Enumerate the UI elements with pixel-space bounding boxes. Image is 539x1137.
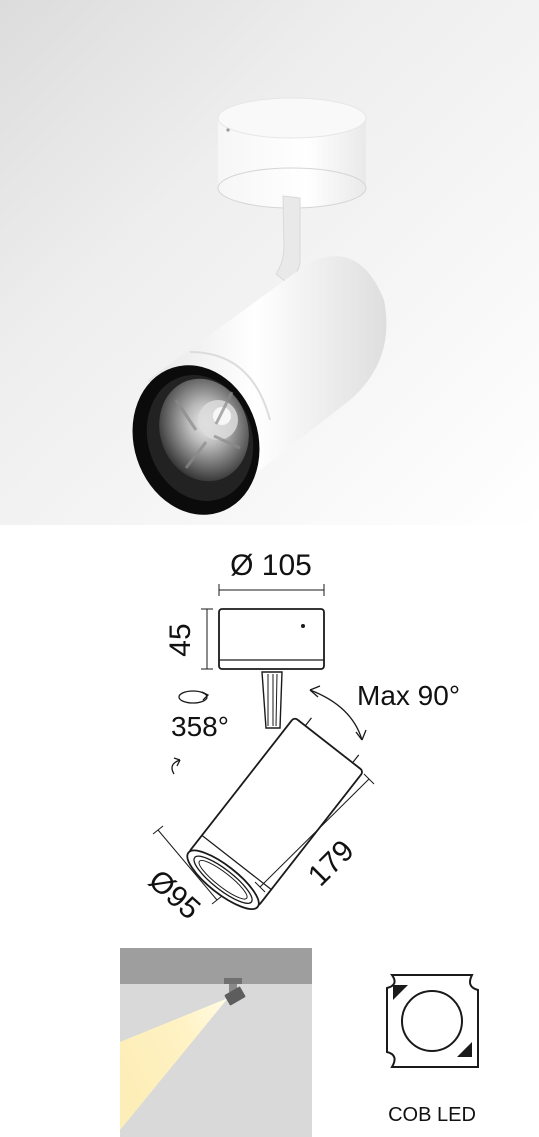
light-beam — [120, 998, 228, 1130]
product-photo — [0, 0, 539, 525]
base-height-label: 45 — [164, 623, 197, 656]
ceiling-band — [120, 948, 312, 984]
rotation-label: 358° — [171, 711, 229, 742]
length-dim-line — [259, 778, 370, 888]
canopy-outline — [218, 608, 325, 670]
head-diameter-dim-line — [157, 829, 218, 901]
cob-led-chip-icon — [386, 974, 479, 1068]
base-diameter-label: Ø 105 — [230, 549, 312, 582]
head-rotate-arrow — [171, 759, 181, 775]
mini-spotlight-icon — [224, 978, 246, 1006]
stem-outline — [261, 671, 283, 729]
dimension-drawing — [152, 584, 375, 910]
canopy — [217, 97, 367, 209]
mounting-scene — [120, 948, 312, 1137]
body-length-label: 179 — [302, 834, 361, 893]
body-outline — [186, 717, 363, 910]
rotation-arrow — [178, 690, 210, 704]
tilt-label: Max 90° — [357, 680, 460, 711]
tilt-arc — [309, 689, 363, 741]
lamp-body — [132, 256, 387, 515]
cob-led-label: COB LED — [388, 1104, 476, 1126]
